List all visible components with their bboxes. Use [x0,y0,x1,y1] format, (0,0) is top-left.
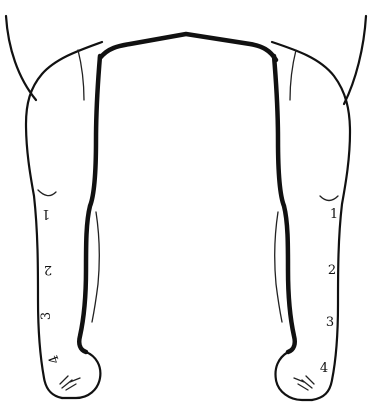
left-marker-2: 2 [44,262,52,277]
right-marker-4: 4 [320,361,328,376]
right-marker-2: 2 [328,263,336,278]
right-marker-3: 3 [326,315,334,330]
left-shoulder-fold [78,50,84,100]
torso-outline-left [6,16,36,100]
left-paw-outline [62,352,100,398]
left-marker-3: 3 [39,312,54,320]
left-paw-toes [60,376,80,390]
left-leg-inner-outline [79,56,100,352]
chest-line [100,34,276,60]
right-elbow-crease [320,196,338,201]
torso-outline-right [344,16,366,104]
right-leg-inner-outline [274,56,295,352]
left-marker-1: 1 [42,206,50,221]
right-paw-toes [294,376,314,390]
right-leg-muscle-line [275,212,282,322]
right-leg-outer-outline [272,42,350,400]
left-elbow-crease [38,190,56,196]
left-leg-muscle-line [92,212,99,322]
left-marker-4: 4 [46,353,63,366]
right-marker-1: 1 [330,207,338,222]
right-shoulder-fold [290,50,296,100]
left-leg-outer-outline [26,42,102,398]
